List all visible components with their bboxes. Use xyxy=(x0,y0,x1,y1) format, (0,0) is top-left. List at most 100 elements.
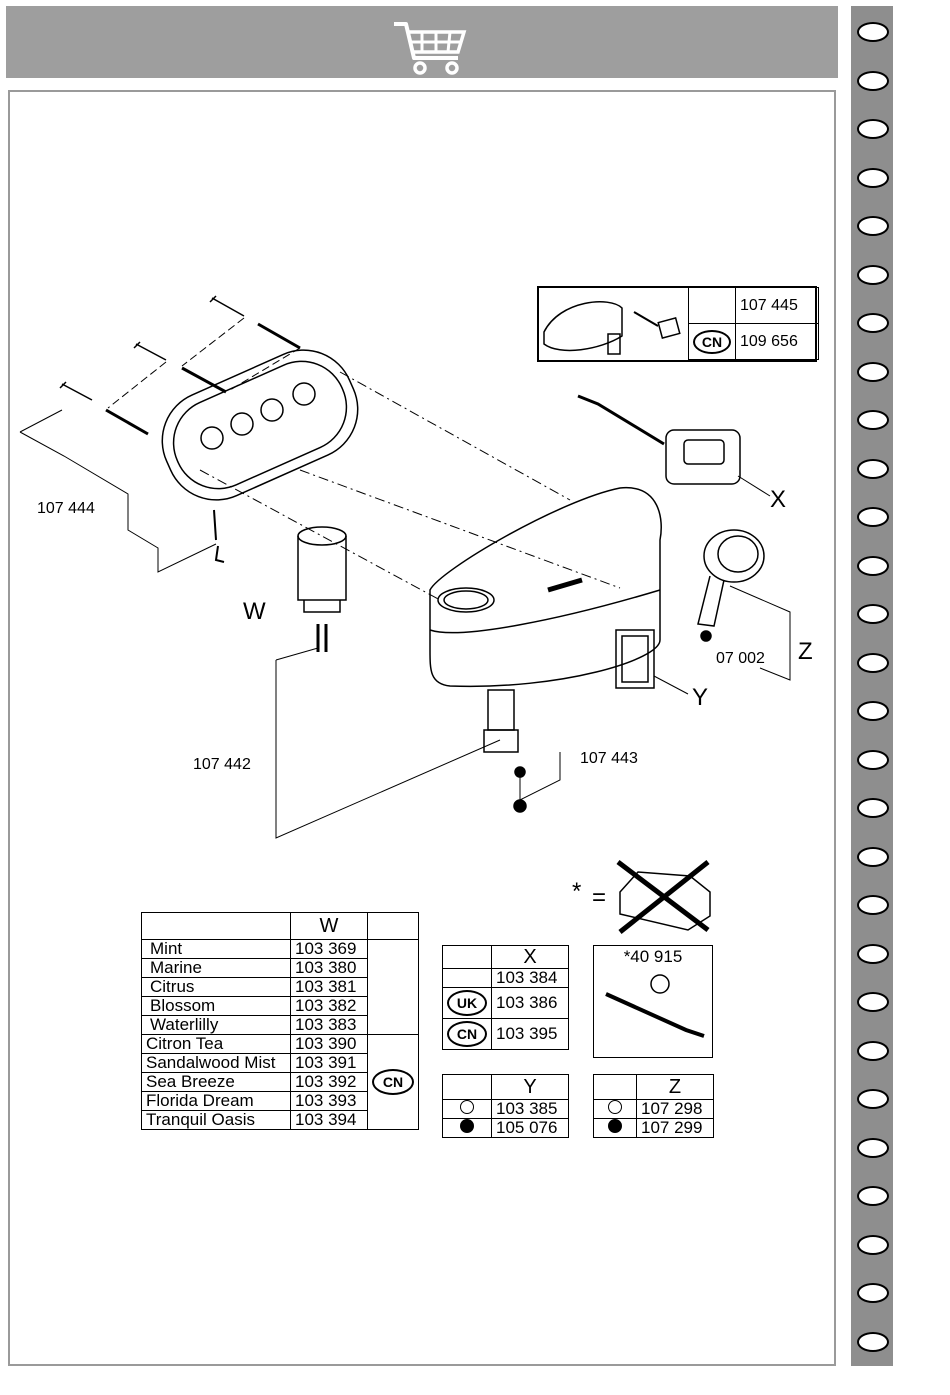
cup-w xyxy=(275,526,501,839)
binder-hole xyxy=(857,265,889,285)
region-badge-cn: CN xyxy=(447,1021,487,1047)
part-number: 103 382 xyxy=(290,996,368,1016)
scent-name: Blossom xyxy=(141,996,291,1016)
part-number: 103 384 xyxy=(491,968,569,988)
screw-anchor-set xyxy=(59,295,301,436)
part-number: 103 380 xyxy=(290,958,368,978)
binder-hole xyxy=(857,168,889,188)
binder-hole xyxy=(857,1332,889,1352)
wall-mounting-plate xyxy=(161,349,359,501)
black-finish-icon xyxy=(608,1119,622,1133)
binder-hole xyxy=(857,604,889,624)
binder-hole xyxy=(857,313,889,333)
callout-107443: 107 443 xyxy=(580,750,638,767)
accessory-code: *40 915 xyxy=(623,947,683,966)
shopping-cart-icon[interactable] xyxy=(392,18,468,76)
binder-hole xyxy=(857,1138,889,1158)
scent-name: Citrus xyxy=(141,977,291,997)
binder-hole xyxy=(857,1089,889,1109)
part-number: 103 395 xyxy=(491,1018,569,1050)
white-finish-icon xyxy=(460,1100,474,1114)
shower-shelf-body xyxy=(429,487,662,688)
not-included-symbol xyxy=(616,860,711,934)
binder-hole xyxy=(857,119,889,139)
binder-hole xyxy=(857,653,889,673)
scent-name: Mint xyxy=(141,939,291,959)
binder-hole xyxy=(857,556,889,576)
part-number: 109 656 xyxy=(735,323,819,360)
binder-hole xyxy=(857,71,889,91)
label-z: Z xyxy=(798,638,813,665)
callout-107442: 107 442 xyxy=(193,756,251,773)
part-number: 103 383 xyxy=(290,1015,368,1035)
callout-07002: 07 002 xyxy=(716,650,765,667)
soap-dish-x xyxy=(577,394,771,497)
binder-strip xyxy=(851,6,893,1366)
white-finish-icon xyxy=(608,1100,622,1114)
label-x: X xyxy=(770,486,787,513)
scent-name: Marine xyxy=(141,958,291,978)
binder-hole xyxy=(857,22,889,42)
table-header: Y xyxy=(491,1074,569,1100)
binder-hole xyxy=(857,1235,889,1255)
binder-hole xyxy=(857,798,889,818)
part-number: 103 394 xyxy=(290,1110,368,1130)
scent-name: Sea Breeze xyxy=(141,1072,291,1092)
table-header: X xyxy=(491,945,569,969)
hand-shower-z xyxy=(697,529,791,681)
part-number: 103 386 xyxy=(491,987,569,1019)
dispenser-y xyxy=(615,629,689,695)
black-finish-icon xyxy=(460,1119,474,1133)
binder-hole xyxy=(857,1041,889,1061)
star-symbol: * xyxy=(572,878,582,905)
part-number: 103 381 xyxy=(290,977,368,997)
accessory-box: *40 915 xyxy=(593,945,713,1058)
binder-hole xyxy=(857,507,889,527)
part-number: 107 445 xyxy=(735,287,819,324)
binder-hole xyxy=(857,362,889,382)
part-number: 103 391 xyxy=(290,1053,368,1073)
binder-hole xyxy=(857,992,889,1012)
region-badge-cn: CN xyxy=(693,329,731,354)
part-number: 103 390 xyxy=(290,1034,368,1054)
binder-hole xyxy=(857,895,889,915)
label-w: W xyxy=(243,598,266,625)
header-bar xyxy=(6,6,838,78)
scent-name: Waterlilly xyxy=(141,1015,291,1035)
part-number: 105 076 xyxy=(491,1118,569,1138)
part-number: 107 298 xyxy=(636,1099,714,1119)
content-frame xyxy=(8,90,836,1366)
scent-name: Tranquil Oasis xyxy=(141,1110,291,1130)
scent-name: Sandalwood Mist xyxy=(141,1053,291,1073)
binder-hole xyxy=(857,701,889,721)
binder-hole xyxy=(857,216,889,236)
part-number: 103 392 xyxy=(290,1072,368,1092)
binder-hole xyxy=(857,1283,889,1303)
scent-name: Florida Dream xyxy=(141,1091,291,1111)
label-y: Y xyxy=(692,684,709,711)
parts-table-y: Y 103 385 105 076 xyxy=(442,1074,569,1138)
binder-hole xyxy=(857,847,889,867)
table-header: Z xyxy=(636,1074,714,1100)
region-badge-uk: UK xyxy=(447,990,487,1016)
binder-hole xyxy=(857,459,889,479)
parts-table-z: Z 107 298 107 299 xyxy=(593,1074,714,1138)
scent-name: Citron Tea xyxy=(141,1034,291,1054)
binder-hole xyxy=(857,750,889,770)
part-number: 103 385 xyxy=(491,1099,569,1119)
part-number: 107 299 xyxy=(636,1118,714,1138)
table-header: W xyxy=(290,912,368,940)
accessory-tool xyxy=(605,974,705,1038)
valve-cartridge xyxy=(483,689,561,813)
binder-hole xyxy=(857,1186,889,1206)
equals-symbol: = xyxy=(592,884,607,911)
part-number: 103 369 xyxy=(290,939,368,959)
callout-107444: 107 444 xyxy=(37,500,95,517)
binder-hole xyxy=(857,944,889,964)
region-badge-cn: CN xyxy=(372,1069,414,1095)
binder-hole xyxy=(857,410,889,430)
